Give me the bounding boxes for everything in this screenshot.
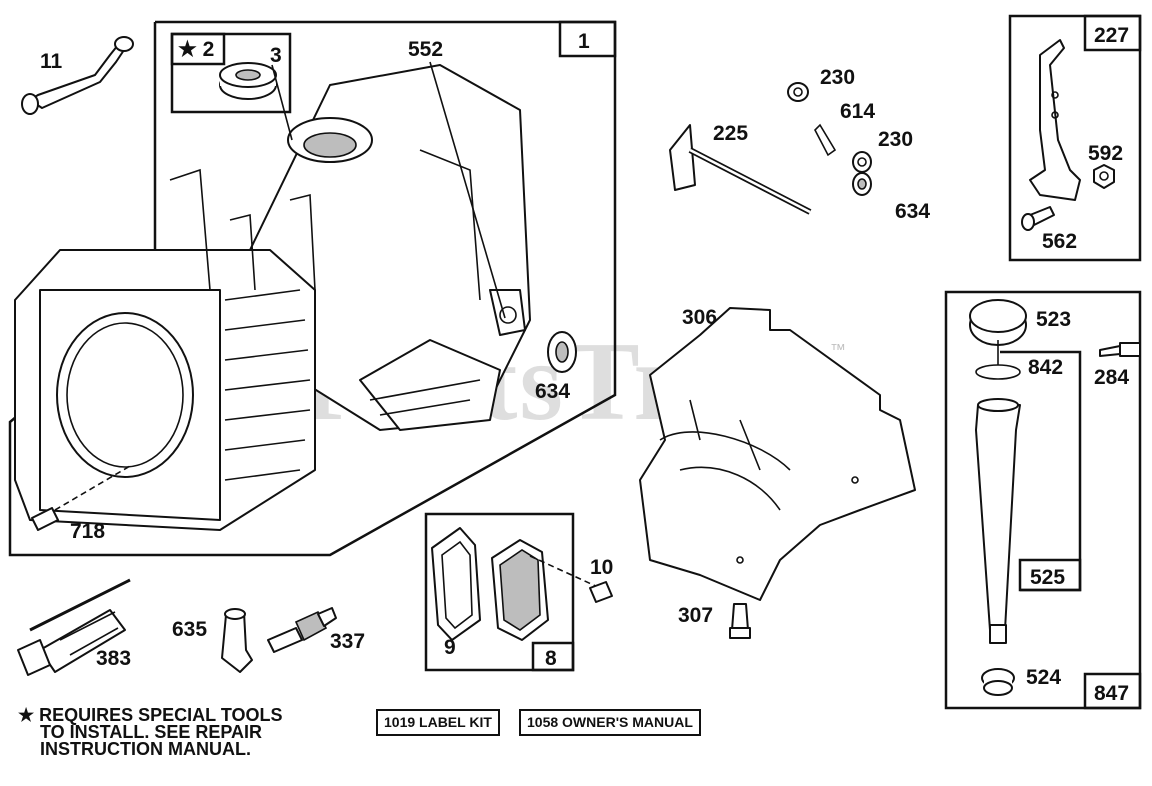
nut-part-592 [1093, 164, 1115, 189]
trademark-symbol: ™ [830, 342, 846, 359]
label-525: 525 [1030, 566, 1065, 589]
label-3: 3 [270, 44, 282, 67]
label-592: 592 [1088, 142, 1123, 165]
label-524: 524 [1026, 666, 1061, 689]
owners-manual-box: 1058 OWNER'S MANUAL [519, 709, 701, 736]
label-847: 847 [1094, 682, 1129, 705]
label-8: 8 [545, 647, 557, 670]
cylinder-block-part [14, 64, 531, 531]
seal-part-634-shaft [852, 172, 872, 196]
label-635: 635 [172, 618, 207, 641]
note-line-2: TO INSTALL. SEE REPAIR [40, 722, 263, 742]
callout-box-1 [558, 20, 617, 58]
callout-box-525 [1018, 558, 1082, 592]
sub-box-2-3 [170, 32, 292, 114]
screw-part-307 [729, 603, 751, 639]
label-614: 614 [840, 100, 875, 123]
label-2: ★ 2 [178, 38, 214, 61]
label-523: 523 [1036, 308, 1071, 331]
label-562: 562 [1042, 230, 1077, 253]
label-337: 337 [330, 630, 365, 653]
label-634-shaft: 634 [895, 200, 930, 223]
callout-box-227 [1083, 14, 1142, 52]
seal-part-3 [219, 62, 277, 100]
screw-part-284 [1099, 342, 1141, 357]
callout-box-2 [170, 32, 226, 66]
grommet-part-524 [981, 668, 1015, 696]
blower-housing-shield-part-306 [639, 307, 916, 601]
spark-plug-part-337 [267, 607, 337, 653]
gasket-part-9 [431, 527, 481, 641]
leader-line [271, 64, 293, 141]
label-306: 306 [682, 306, 717, 329]
dipstick-cap-part-523 [969, 299, 1027, 365]
label-10: 10 [590, 556, 613, 579]
special-tools-note: ★ REQUIRES SPECIAL TOOLS TO INSTALL. SEE… [18, 705, 283, 759]
label-230-top: 230 [820, 66, 855, 89]
label-225: 225 [713, 122, 748, 145]
breather-cover-part-8 [491, 539, 549, 641]
label-227: 227 [1094, 24, 1129, 47]
dipstick-tube-part-525 [975, 398, 1021, 644]
label-842: 842 [1028, 356, 1063, 379]
screw-part-10 [529, 555, 613, 603]
note-line-3: INSTRUCTION MANUAL. [40, 739, 251, 759]
label-1: 1 [578, 30, 590, 53]
governor-shaft-part-225 [669, 124, 812, 215]
label-307: 307 [678, 604, 713, 627]
cotter-pin-part-614 [814, 123, 837, 157]
label-kit-box: 1019 LABEL KIT [376, 709, 500, 736]
group-box-227 [1008, 14, 1142, 262]
note-line-1: ★ REQUIRES SPECIAL TOOLS [18, 705, 283, 725]
leader-line [429, 61, 506, 319]
group-box-847 [944, 290, 1142, 710]
callout-box-847 [1083, 672, 1142, 710]
breather-tube-part-11 [21, 36, 134, 115]
label-552: 552 [408, 38, 443, 61]
spark-plug-boot-part-635 [221, 608, 253, 673]
screw-part-562 [1021, 206, 1055, 231]
label-383: 383 [96, 647, 131, 670]
callout-box-8 [531, 641, 575, 672]
label-634-block: 634 [535, 380, 570, 403]
group-box-8 [424, 512, 575, 672]
governor-lever-part-227 [1029, 39, 1081, 201]
washer-part-230-top [787, 82, 809, 102]
label-11: 11 [40, 50, 63, 73]
label-230-lower: 230 [878, 128, 913, 151]
washer-part-230-lower [852, 151, 872, 173]
label-284: 284 [1094, 366, 1129, 389]
oil-seal-part-634 [547, 331, 577, 373]
label-718: 718 [70, 520, 105, 543]
tool-part-383 [17, 578, 131, 676]
dowel-pin-part-718 [31, 465, 131, 531]
label-9: 9 [444, 636, 456, 659]
o-ring-part-842 [975, 364, 1021, 380]
